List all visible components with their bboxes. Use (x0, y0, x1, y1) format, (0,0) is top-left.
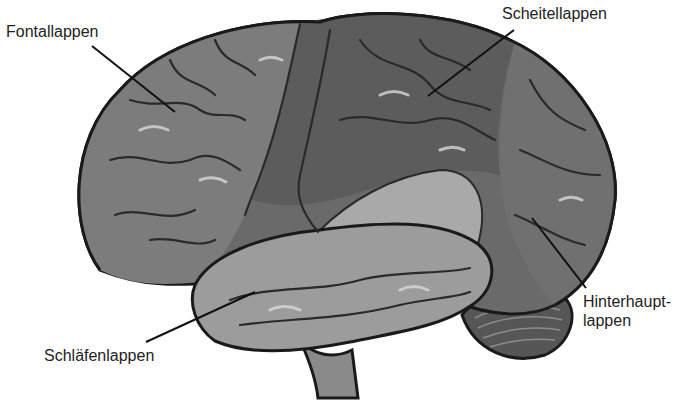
temporal-lobe (192, 224, 491, 351)
sulci (110, 24, 600, 325)
cerebrum-outline (79, 14, 616, 305)
lobe-label: Schläfenlappen (44, 346, 154, 365)
parietal-lobe (252, 14, 515, 205)
lobe-label: Hinterhaupt- lappen (583, 292, 671, 330)
highlights (140, 57, 582, 310)
occipital-lobe (500, 42, 616, 305)
lobe-label: Fontallappen (6, 22, 99, 41)
leader-lines (92, 30, 586, 342)
lobe-label: Scheitellappen (502, 4, 607, 23)
